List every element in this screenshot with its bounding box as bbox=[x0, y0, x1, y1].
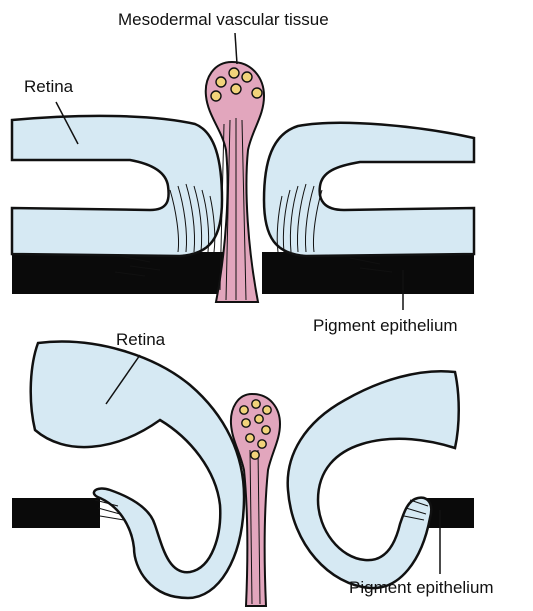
top-left-retina-layer bbox=[12, 116, 222, 256]
label-mesodermal-vascular-tissue: Mesodermal vascular tissue bbox=[118, 10, 329, 29]
bottom-panel: Retina Pigment epithelium bbox=[12, 330, 494, 606]
label-retina-top: Retina bbox=[24, 77, 74, 96]
label-pigment-epithelium-top: Pigment epithelium bbox=[313, 316, 458, 335]
top-right-retina-layer bbox=[264, 123, 474, 256]
label-retina-bottom: Retina bbox=[116, 330, 166, 349]
top-right-pigment-layer bbox=[262, 252, 474, 294]
bottom-left-retina-layer bbox=[31, 342, 244, 598]
bottom-right-retina-layer bbox=[288, 371, 459, 588]
pointer-mesodermal bbox=[235, 33, 237, 64]
label-pigment-epithelium-bottom: Pigment epithelium bbox=[349, 578, 494, 597]
bottom-left-pigment-layer bbox=[12, 498, 100, 528]
top-panel: Mesodermal vascular tissue Retina Pigmen… bbox=[12, 10, 474, 335]
